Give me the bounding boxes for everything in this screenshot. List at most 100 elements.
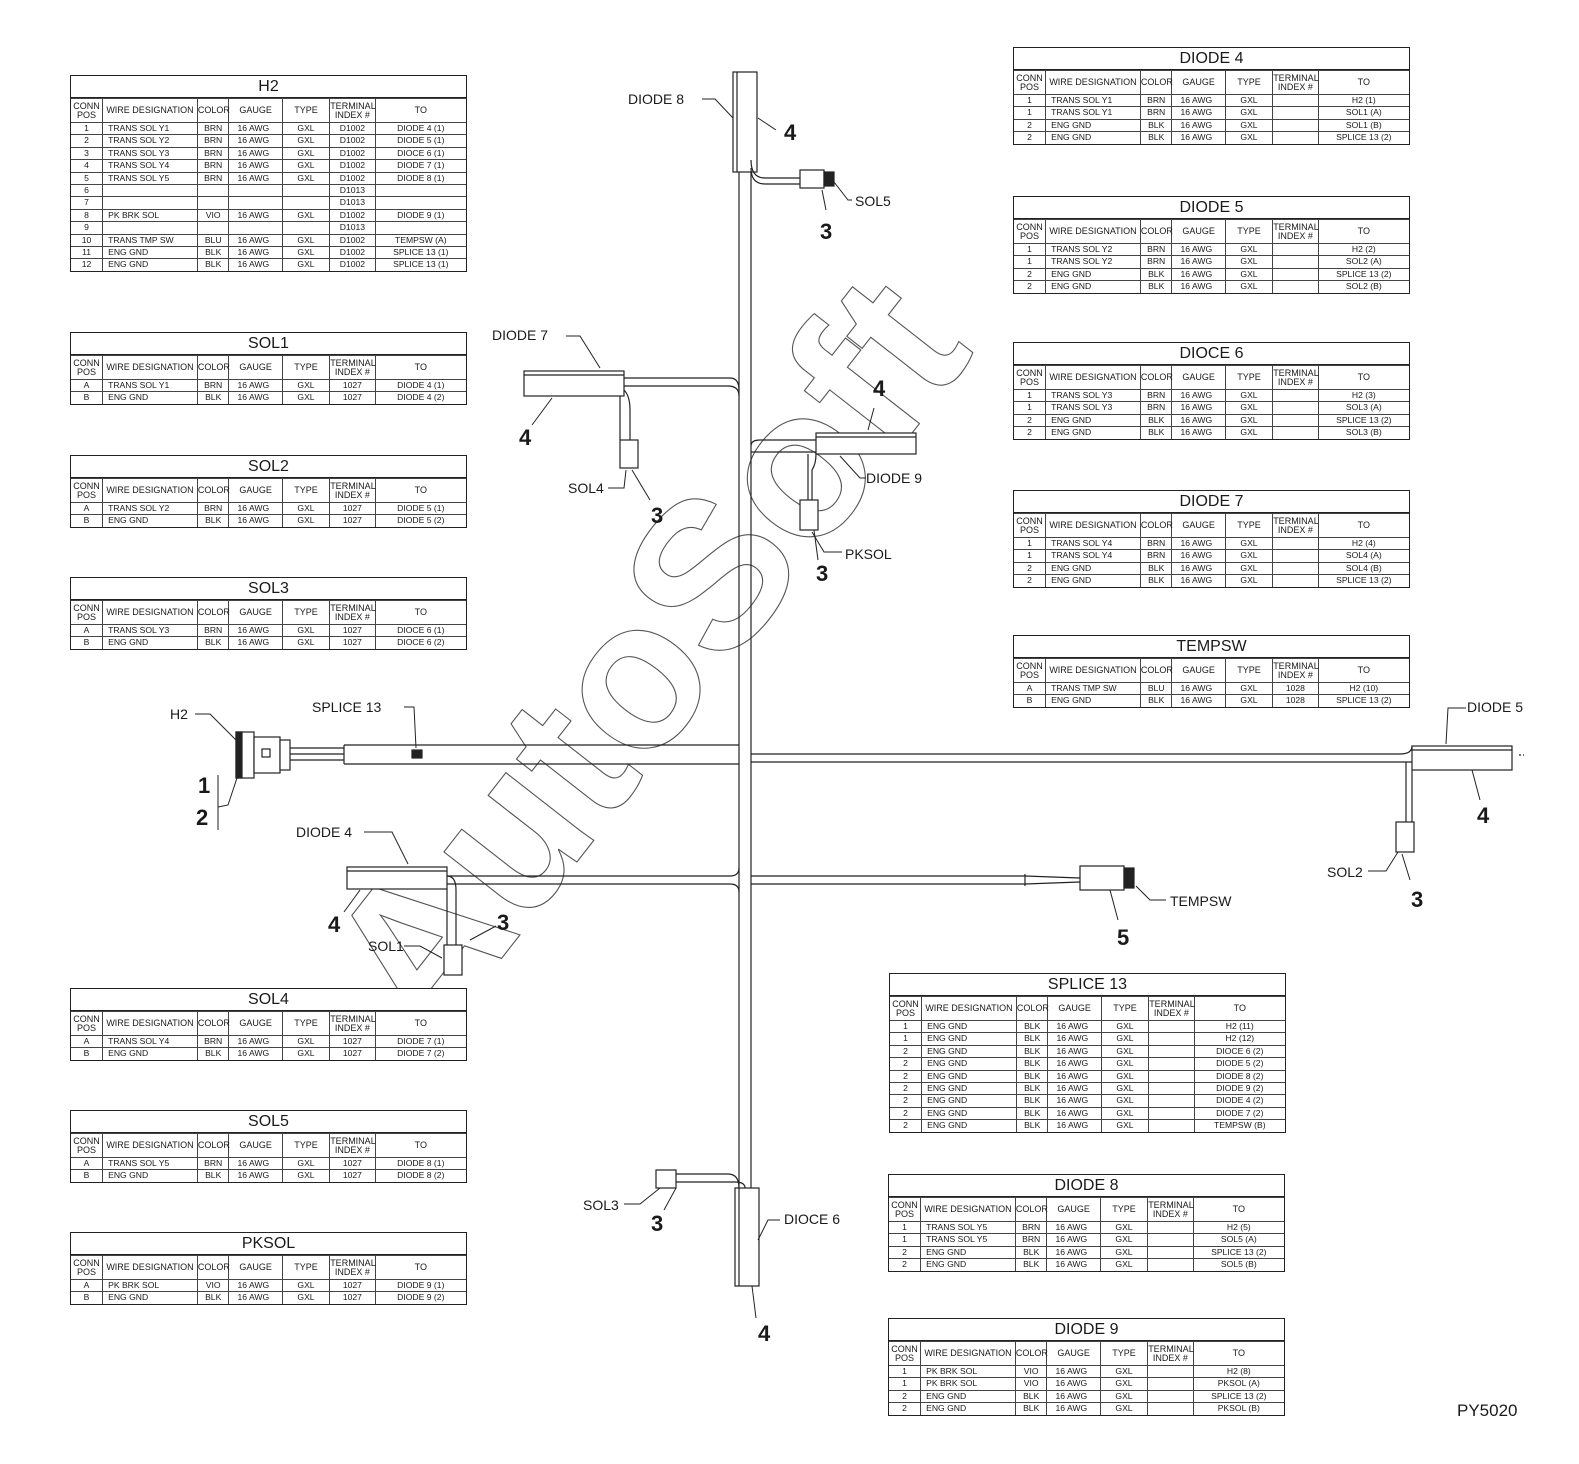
table-cell: GXL [281,121,331,136]
table-cell: 2 [890,1082,923,1096]
table-cell: BRN [196,501,230,516]
table-cell: 16 AWG [1171,106,1226,120]
table-cell: 16 AWG [1171,255,1226,269]
col-type: TYPE [1224,658,1274,683]
table-cell: BRN [196,134,230,148]
table-cell: BRN [1139,255,1173,269]
col-conn-pos: CONN POS [889,1341,922,1366]
table-cell: 1 [889,1364,922,1379]
table-cell: 16 AWG [228,258,283,271]
table-cell [1147,1245,1194,1260]
table-cell: 16 AWG [228,1291,283,1304]
table-cell: 16 AWG [1171,131,1226,144]
table-cell: PKSOL (B) [1192,1402,1284,1415]
col-gauge: GAUGE [228,478,283,503]
splice13-mark [411,749,423,759]
label-diode7: DIODE 7 [492,327,549,343]
table-cell [374,221,466,235]
col-color: COLOR [196,1255,230,1280]
table-title: DIODE 7 [1014,491,1409,513]
table-cell: BRN [196,171,230,186]
callout-3: 3 [651,503,664,528]
col-type: TYPE [281,1011,331,1036]
table-cell: D1002 [329,146,376,161]
table-cell: 2 [890,1094,923,1108]
col-gauge: GAUGE [1047,996,1102,1021]
col-terminal-index: TERMINAL INDEX # [329,355,376,380]
table-cell: 2 [890,1069,923,1084]
table-cell: D1002 [329,121,376,136]
col-type: TYPE [281,1255,331,1280]
col-wire-designation: WIRE DESIGNATION [102,478,198,503]
table-cell: BRN [196,159,230,173]
callout-3: 3 [651,1211,664,1236]
col-wire-designation: WIRE DESIGNATION [102,1255,198,1280]
callout-3: 3 [816,561,829,586]
table-cell: BLK [1139,574,1173,587]
table-cell: GXL [1100,1106,1150,1121]
col-wire-designation: WIRE DESIGNATION [920,1341,1016,1366]
table-cell: BLK [1015,1019,1049,1034]
table-cell: BLK [1014,1258,1048,1271]
table-cell [228,196,283,210]
table-cell: TRANS SOL Y3 [1045,401,1141,415]
col-type: TYPE [1224,513,1274,538]
table-cell: 16 AWG [228,1169,283,1182]
table-cell: 1 [889,1377,922,1391]
table-cell: TRANS SOL Y2 [1045,242,1141,257]
col-terminal-index: TERMINAL INDEX # [329,98,376,123]
table-cell: GXL [1100,1082,1150,1096]
table-cell: BRN [1139,401,1173,415]
col-to: TO [374,478,466,503]
col-wire-designation: WIRE DESIGNATION [1045,658,1141,683]
table-cell: ENG GND [921,1057,1017,1071]
table-cell: ENG GND [921,1082,1017,1096]
callout-4: 4 [328,912,341,937]
table-cell: 2 [1014,561,1047,576]
table-cell: 1027 [329,623,376,638]
table-cell: BLK [1139,694,1173,707]
table-cell: 5 [71,171,104,186]
table-cell: GXL [281,1156,331,1171]
table-cell: 8 [71,208,104,223]
table-cell: DIODE 8 (1) [374,171,466,186]
table-cell: BLK [1014,1245,1048,1260]
table-cell: D1002 [329,246,376,260]
table-cell: PK BRK SOL [102,208,198,223]
table-cell: BRN [196,378,230,393]
table-cell: B [71,636,104,649]
table-cell: 16 AWG [1047,1069,1102,1084]
col-terminal-index: TERMINAL INDEX # [329,1011,376,1036]
table-cell: GXL [1224,93,1274,108]
table-cell: BRN [196,1156,230,1171]
table-cell [1272,106,1319,120]
callout-3: 3 [497,910,510,935]
table-cell [374,184,466,198]
table-cell: 1 [1014,549,1047,563]
table-cell [1148,1069,1195,1084]
col-gauge: GAUGE [228,98,283,123]
table-cell [1272,549,1319,563]
table-cell: 16 AWG [1171,549,1226,563]
col-to: TO [374,600,466,625]
table-cell: BLU [196,233,230,248]
table-cell [1147,1364,1194,1379]
label-sol4: SOL4 [568,480,604,496]
table-cell: GXL [281,208,331,223]
table-cell: 2 [890,1119,923,1132]
